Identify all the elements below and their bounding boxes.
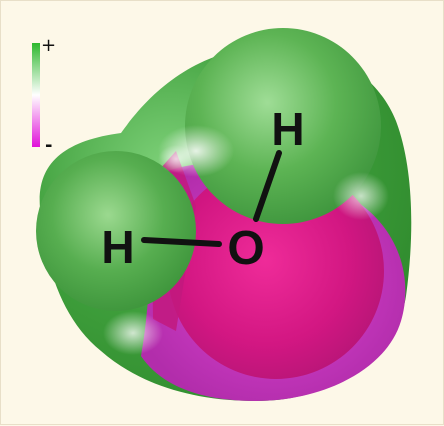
legend-positive-label: + [41, 35, 57, 56]
oxygen-sphere [168, 163, 384, 379]
transition-glow [103, 311, 163, 355]
hydrogen-left-sphere [36, 151, 196, 311]
potential-legend-bar [32, 43, 40, 147]
transition-glow [158, 145, 194, 173]
oxygen-label: O [227, 222, 264, 275]
bond-o-h-left [141, 237, 222, 247]
hydrogen-top-sphere [185, 28, 381, 224]
bond-o-h-top [253, 150, 282, 222]
hydrogen-top-label: H [271, 103, 304, 155]
legend-negative-label: - [45, 135, 53, 156]
hydrogen-left-label: H [101, 221, 134, 273]
transition-glow [333, 172, 389, 220]
